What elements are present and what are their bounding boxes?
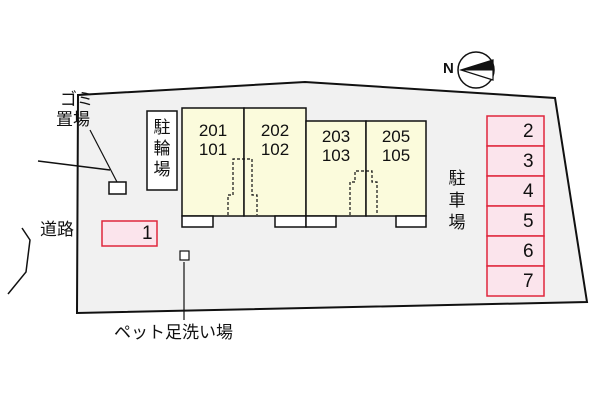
- bicycle-parking-box: [146, 110, 178, 191]
- pet-wash-label: ペット足洗い場: [114, 323, 233, 343]
- garbage-area-label-line2: 置場: [56, 110, 90, 130]
- parking-slot-number: 7: [523, 271, 534, 292]
- parking-slot: [486, 175, 545, 207]
- unit-step: [274, 215, 307, 228]
- car-parking-char: 車: [448, 191, 466, 211]
- unit-upper-number: 205: [381, 127, 411, 146]
- unit-step: [305, 215, 337, 228]
- unit-upper-number: 201: [198, 121, 228, 140]
- unit-upper-number: 202: [260, 121, 290, 140]
- parking-slot-number: 5: [523, 211, 534, 232]
- unit-lower-number: 102: [260, 140, 290, 159]
- parking-slot: [486, 145, 545, 177]
- parking-slot: [486, 235, 545, 267]
- road-edge-line: [37, 160, 111, 171]
- parking-slot-1: [101, 220, 158, 247]
- north-arrow-icon: [457, 51, 495, 89]
- building: [181, 107, 427, 228]
- garbage-leader-line: [89, 129, 118, 183]
- parking-slot-number: 2: [523, 121, 534, 142]
- unit-lower-number: 101: [198, 140, 228, 159]
- bicycle-parking-char: 駐: [153, 118, 171, 138]
- unit-lower-number: 105: [381, 146, 411, 165]
- parking-right: [486, 115, 545, 297]
- unit-block: [243, 107, 307, 217]
- bicycle-parking-char: 場: [153, 160, 171, 180]
- unit-label: 203 103: [306, 127, 366, 165]
- car-parking-char: 場: [448, 213, 466, 233]
- unit-label: 205 105: [366, 127, 426, 165]
- parking-slot: [486, 265, 545, 297]
- entry-path-dashed: [227, 158, 258, 215]
- compass-north-label: N: [443, 60, 454, 77]
- unit-step: [181, 215, 214, 228]
- parking-slot-number: 6: [523, 241, 534, 262]
- car-parking-label: 駐 車 場: [445, 168, 469, 234]
- road-bracket: [7, 227, 31, 295]
- parking-slot-number: 3: [523, 151, 534, 172]
- unit-label: 201 101: [182, 121, 244, 159]
- pet-wash-box: [179, 250, 190, 261]
- parking-slot-number: 4: [523, 181, 534, 202]
- unit-upper-number: 203: [321, 127, 351, 146]
- unit-block: [365, 120, 427, 217]
- parking-slot-number: 1: [142, 223, 153, 244]
- unit-step: [395, 215, 427, 228]
- bicycle-parking-label: 駐 輪 場: [148, 118, 176, 181]
- parking-slot: [486, 115, 545, 147]
- road-label: 道路: [40, 220, 74, 240]
- garbage-area-box: [108, 181, 127, 195]
- entry-path-dashed: [349, 170, 378, 215]
- unit-lower-number: 103: [321, 146, 351, 165]
- garbage-area-label-line1: ゴミ: [60, 90, 94, 110]
- unit-label: 202 102: [244, 121, 306, 159]
- parking-slot: [486, 205, 545, 237]
- bicycle-parking-char: 輪: [153, 139, 171, 159]
- car-parking-char: 駐: [448, 169, 466, 189]
